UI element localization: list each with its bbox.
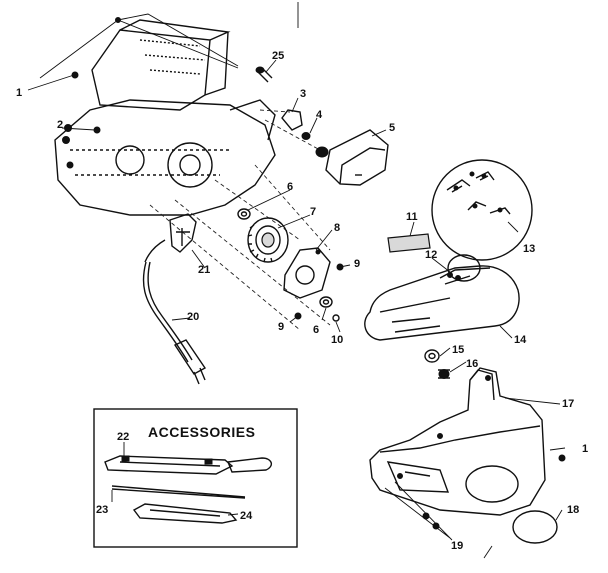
accessories-box xyxy=(93,408,298,548)
callout-20: 20 xyxy=(187,311,199,323)
cord-parts xyxy=(142,213,207,385)
callout-18: 18 xyxy=(567,504,579,516)
callout-14: 14 xyxy=(514,334,527,346)
accessories-title: ACCESSORIES xyxy=(148,424,255,440)
callout-8: 8 xyxy=(334,222,340,234)
callout-23: 23 xyxy=(96,504,108,516)
callout-6-top: 6 xyxy=(287,181,293,193)
callout-19: 19 xyxy=(451,540,463,552)
motor-housing-assembly xyxy=(27,13,276,216)
callout-4: 4 xyxy=(316,109,323,121)
callout-7: 7 xyxy=(310,206,316,218)
bar-and-chain xyxy=(364,159,533,379)
callout-1-top: 1 xyxy=(16,87,22,99)
upper-small-parts xyxy=(255,66,389,186)
callout-1-right: 1 xyxy=(582,443,588,455)
callout-10: 10 xyxy=(331,334,343,346)
side-cover-assembly xyxy=(369,367,566,559)
callout-11: 11 xyxy=(406,211,418,223)
callout-leaders xyxy=(191,59,563,521)
callout-3: 3 xyxy=(300,88,306,100)
callout-9-right: 9 xyxy=(354,258,360,270)
callout-13: 13 xyxy=(523,243,535,255)
callout-24: 24 xyxy=(240,510,253,522)
callout-6-bottom: 6 xyxy=(313,324,319,336)
sprocket-parts xyxy=(149,109,351,331)
callout-16: 16 xyxy=(466,358,478,370)
callout-17: 17 xyxy=(562,398,574,410)
callout-5: 5 xyxy=(389,122,395,134)
callout-15: 15 xyxy=(452,344,464,356)
callout-12: 12 xyxy=(425,249,437,261)
callout-2: 2 xyxy=(57,119,63,131)
callout-21: 21 xyxy=(198,264,210,276)
callout-9-left: 9 xyxy=(278,321,284,333)
callout-22: 22 xyxy=(117,431,129,443)
callout-25: 25 xyxy=(272,50,284,62)
callout-numbers: 1 2 25 3 4 5 6 7 8 9 9 6 10 11 12 13 14 … xyxy=(16,50,588,552)
